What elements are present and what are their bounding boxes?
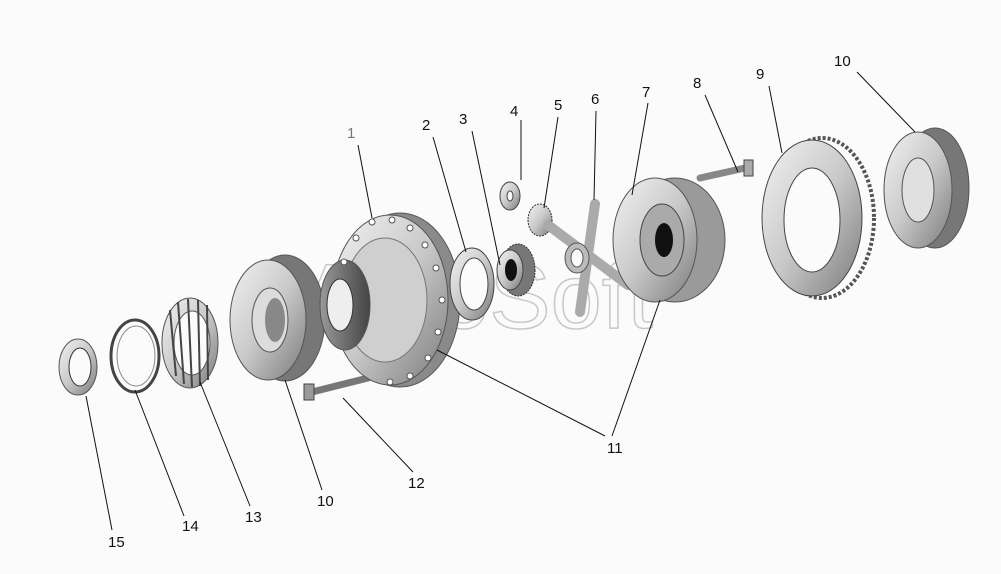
leader-lines [85, 71, 916, 531]
callout-4: 4 [510, 103, 518, 120]
part-9-ring-gear [761, 136, 876, 300]
callout-14: 14 [182, 518, 199, 535]
callout-1: 1 [347, 125, 355, 142]
part-6-cross-spider [543, 199, 633, 317]
part-10-bearing-lower [229, 254, 326, 382]
part-12-bolt [303, 374, 372, 401]
part-1-differential-housing-half [319, 212, 461, 388]
part-3-side-gear [496, 243, 536, 297]
callout-10-bottom: 10 [317, 493, 334, 510]
callout-15: 15 [108, 534, 125, 551]
part-7-differential-case [612, 177, 726, 303]
callout-10-top: 10 [834, 53, 851, 70]
callout-12: 12 [408, 475, 425, 492]
part-14-lock-washer [109, 318, 161, 394]
callout-3: 3 [459, 111, 467, 128]
callout-8: 8 [693, 75, 701, 92]
callout-7: 7 [642, 84, 650, 101]
part-10-bearing-upper [883, 127, 970, 249]
part-2-thrust-washer [449, 247, 495, 321]
callout-13: 13 [245, 509, 262, 526]
callout-11: 11 [607, 440, 623, 457]
part-8-bolt [696, 159, 754, 182]
callout-5: 5 [554, 97, 562, 114]
callout-9: 9 [756, 66, 764, 83]
part-4-pinion-washer [499, 181, 521, 211]
callout-2: 2 [422, 117, 430, 134]
part-13-roller-cage [161, 297, 219, 389]
callout-6: 6 [591, 91, 599, 108]
part-15-lock-nut [58, 338, 98, 396]
